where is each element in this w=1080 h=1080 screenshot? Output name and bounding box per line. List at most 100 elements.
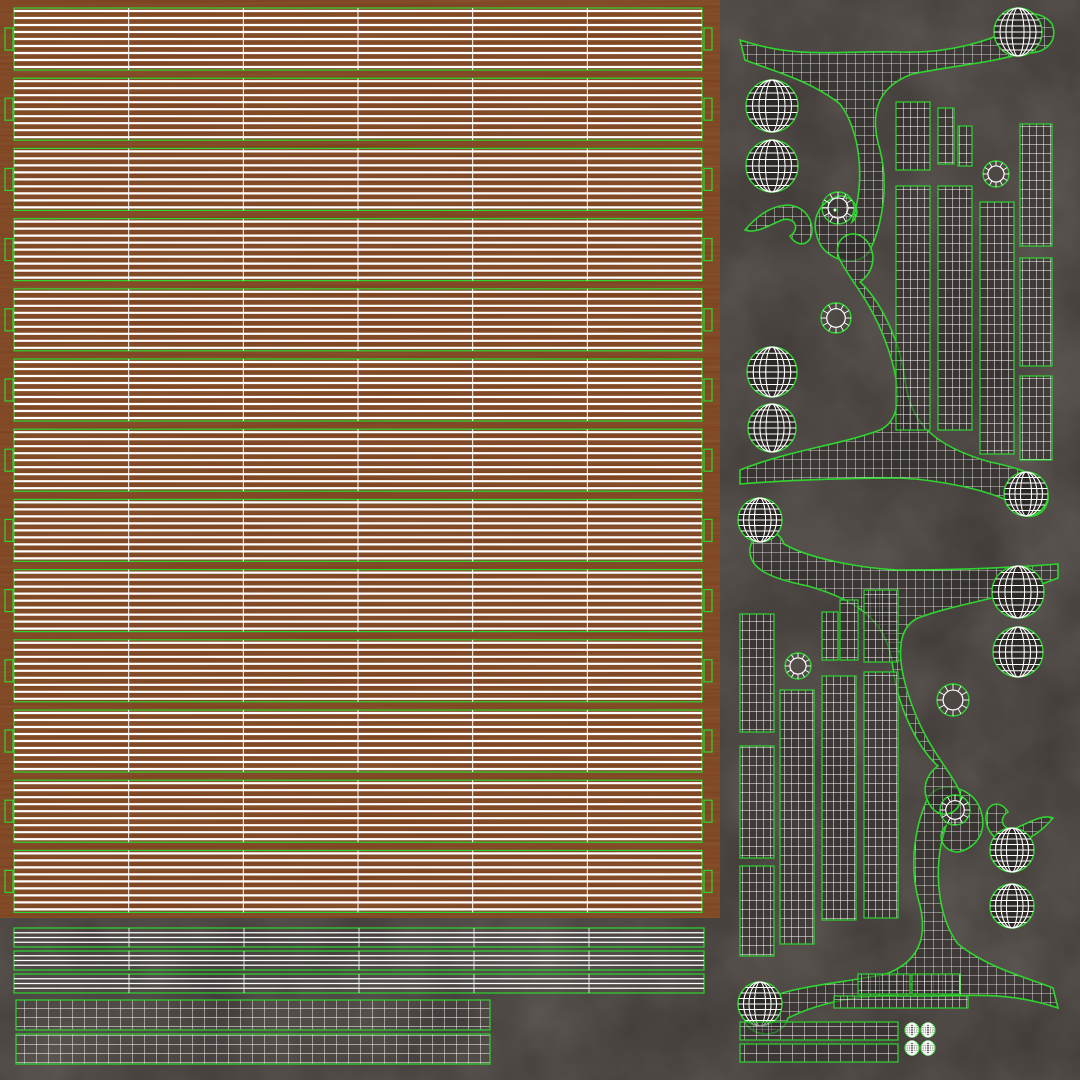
mesh-block-grid — [957, 125, 973, 167]
ring-spoke — [957, 708, 962, 715]
ring-mesh — [936, 683, 970, 717]
sphere-mesh — [920, 1022, 936, 1038]
bottom-strip — [13, 950, 705, 971]
ring-spoke — [828, 325, 832, 332]
mesh-block-grid — [911, 973, 961, 995]
ring-spoke — [840, 304, 844, 311]
sphere-mesh — [989, 883, 1035, 929]
mesh-block-grid — [779, 689, 815, 945]
mesh-block-grid — [863, 671, 899, 919]
mesh-block-grid — [739, 1021, 899, 1041]
wood-panel — [4, 709, 713, 773]
ring-spoke — [801, 672, 805, 678]
sphere-longitude — [998, 626, 1038, 678]
ring-spoke — [989, 180, 993, 186]
wood-panel-tab-right — [703, 27, 713, 51]
ring-mesh — [820, 302, 852, 334]
mesh-block — [1019, 375, 1053, 461]
bottom-grid-mesh — [15, 1033, 491, 1065]
ring-spoke — [984, 167, 990, 171]
mesh-block — [739, 865, 775, 957]
wood-panel-tab-right — [703, 308, 713, 332]
wood-panel-tab-left — [4, 799, 14, 823]
sphere-mesh — [904, 1022, 920, 1038]
bottom-grid-mesh — [15, 999, 491, 1031]
mesh-block — [739, 1021, 899, 1041]
ring-mesh — [821, 191, 855, 225]
wood-panel — [4, 7, 713, 71]
ring-spoke — [957, 685, 962, 692]
sphere-longitude — [995, 883, 1029, 929]
wood-panel — [4, 568, 713, 633]
bracket-mesh — [743, 786, 1060, 1035]
mesh-block-grid — [833, 995, 969, 1009]
mesh-block-grid — [979, 201, 1015, 455]
sphere-mesh — [747, 403, 797, 453]
mesh-block — [957, 125, 973, 167]
ring-spoke — [823, 212, 830, 217]
ring-spoke — [843, 310, 850, 314]
wood-panel-tab-right — [703, 238, 713, 262]
sphere-longitude — [906, 1022, 918, 1038]
bracket-mesh — [738, 13, 1055, 262]
sphere-mesh — [992, 626, 1044, 678]
wood-panel-tab-left — [4, 588, 14, 613]
ring-spoke — [786, 659, 792, 663]
mesh-block — [937, 107, 955, 165]
wood-panel-tab-left — [4, 729, 14, 753]
ring-spoke — [829, 193, 834, 200]
mesh-block-grid — [937, 185, 973, 431]
ring-spoke — [829, 216, 834, 223]
mesh-block-grid — [895, 101, 931, 171]
mesh-block — [1019, 123, 1053, 247]
wood-panel-tab-left — [4, 378, 14, 402]
wood-panel-tab-left — [4, 448, 14, 472]
sphere-longitude — [995, 827, 1029, 873]
sphere-mesh — [745, 79, 799, 133]
ring-spoke — [941, 814, 948, 818]
mesh-block-grid — [857, 973, 911, 995]
wood-grain — [0, 0, 720, 918]
mesh-block-grid — [863, 589, 899, 663]
mesh-block-grid — [839, 599, 859, 661]
ring-spoke — [961, 704, 968, 709]
ring-spoke — [840, 325, 844, 332]
wood-panel-tab-right — [703, 378, 713, 402]
wood-panel-tab-left — [4, 97, 14, 121]
sphere-longitude — [743, 497, 777, 543]
wood-panel — [4, 639, 713, 703]
sphere-mesh — [746, 346, 798, 398]
sphere-longitude — [752, 346, 792, 398]
mesh-block-grid — [739, 865, 775, 957]
mesh-block — [979, 201, 1015, 455]
mesh-block — [779, 689, 815, 945]
ring-spoke — [801, 654, 805, 660]
wood-panel-tab-right — [703, 518, 713, 543]
ring-spoke — [962, 802, 969, 806]
mesh-block — [821, 675, 857, 921]
sphere-mesh — [920, 1040, 936, 1056]
bottom-strip — [13, 973, 705, 994]
ring-spoke — [947, 796, 951, 803]
ring-spoke — [938, 691, 945, 696]
ring-spoke — [984, 177, 990, 181]
wood-panel — [4, 77, 713, 141]
mesh-block — [863, 589, 899, 663]
wood-panel-tab-left — [4, 167, 14, 191]
ring-spoke — [962, 814, 969, 818]
bottom-strip — [13, 927, 705, 948]
wood-panel — [4, 849, 713, 914]
wood-panel — [4, 498, 713, 562]
ring-spoke — [989, 162, 993, 168]
sphere-longitude — [752, 79, 792, 133]
sphere-longitude — [998, 565, 1038, 619]
mesh-block-grid — [1019, 375, 1053, 461]
ring-spoke — [947, 817, 951, 824]
wood-panel-tab-right — [703, 659, 713, 683]
mesh-block — [739, 613, 775, 733]
wood-panel-tab-right — [703, 588, 713, 613]
mesh-block-grid — [895, 185, 931, 431]
mesh-block-grid — [821, 611, 839, 661]
ring-spoke — [846, 199, 853, 204]
mesh-block — [895, 185, 931, 431]
